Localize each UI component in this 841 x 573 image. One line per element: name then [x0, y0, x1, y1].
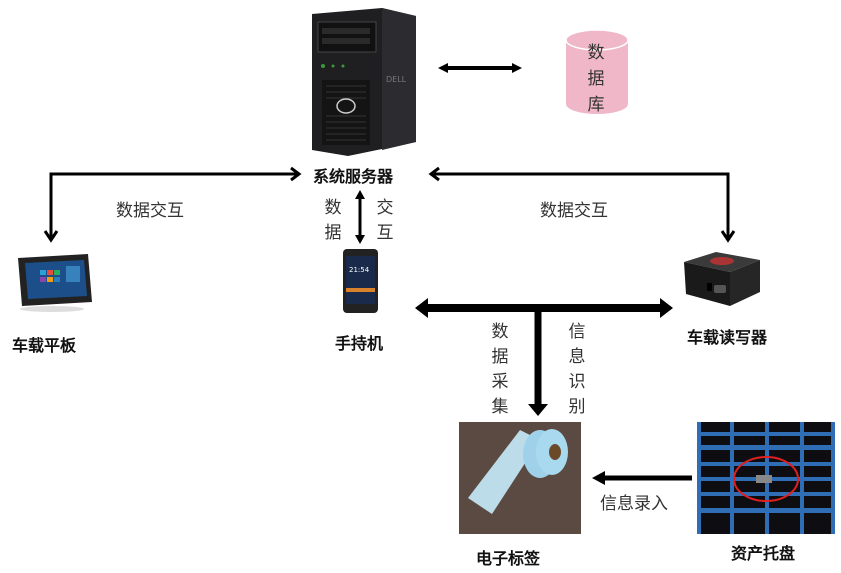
server-tower-icon: DELL: [312, 8, 416, 156]
edge-label-handheld-left: 数据: [324, 198, 342, 243]
database-label: 数据库: [587, 43, 605, 115]
handheld-label: 手持机: [335, 334, 384, 353]
rugged-tablet-icon: [18, 254, 92, 312]
tablet-label: 车载平板: [12, 336, 77, 355]
tag-label: 电子标签: [476, 549, 541, 568]
phone-clock: 21:54: [349, 266, 370, 274]
edge-label-info-entry: 信息录入: [600, 494, 668, 514]
blue-pallet-icon: [697, 422, 835, 534]
handheld-phone-icon: 21:54: [343, 249, 378, 313]
edge-label-server-tablet: 数据交互: [116, 201, 184, 221]
arrow-server-tablet: [49, 172, 298, 238]
edge-label-server-reader: 数据交互: [540, 201, 608, 221]
edge-label-data-collection: 数据采集: [491, 322, 509, 417]
label-roll-icon: [459, 422, 581, 534]
tag-highlight-circle: [733, 456, 799, 502]
svg-text:DELL: DELL: [386, 75, 407, 84]
database-cylinder-icon: [565, 29, 629, 114]
server-label: 系统服务器: [313, 167, 394, 186]
rfid-reader-box-icon: [684, 252, 760, 306]
edge-label-handheld-right: 交互: [376, 198, 394, 243]
reader-label: 车载读写器: [687, 328, 768, 347]
arrow-server-reader: [432, 172, 730, 238]
pallet-label: 资产托盘: [731, 544, 796, 563]
edge-label-info-recognition: 信息识别: [568, 322, 586, 417]
